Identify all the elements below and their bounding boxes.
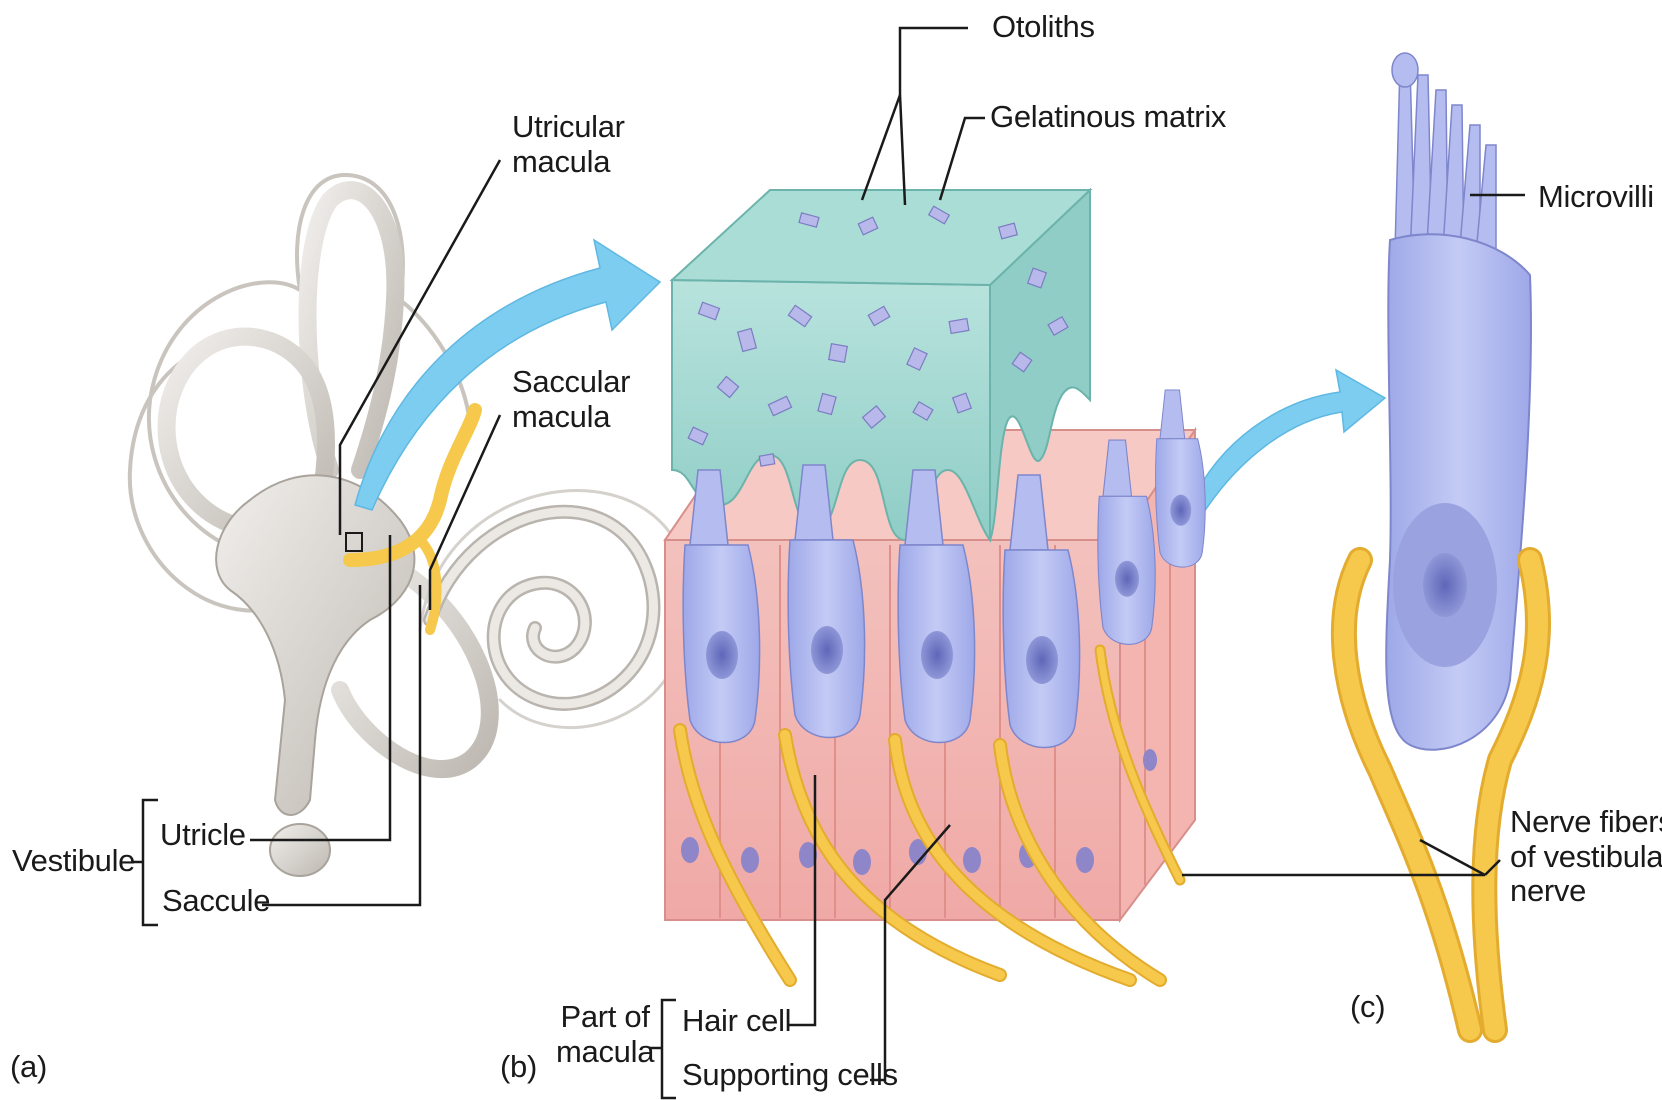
hair-cell-label: Hair cell xyxy=(682,1004,791,1039)
nerve-fibers-label: Nerve fibers of vestibular nerve xyxy=(1510,805,1662,909)
kinocilium-tip xyxy=(1392,53,1418,87)
cochlea xyxy=(420,491,690,728)
vestibule-body xyxy=(216,475,414,815)
part-of-macula-bracket xyxy=(662,1000,676,1098)
utricular-macula-label-line: Utricular xyxy=(512,110,625,145)
arrow-b-to-c xyxy=(1190,370,1385,512)
saccule-bulb xyxy=(270,824,330,876)
hair-cell xyxy=(1156,390,1206,567)
utricle-label: Utricle xyxy=(160,818,246,853)
gelatinous-matrix-label: Gelatinous matrix xyxy=(990,100,1226,135)
nerve-fibers-label-line: of vestibular xyxy=(1510,840,1662,875)
panel-label-c: (c) xyxy=(1350,990,1385,1025)
saccular-macula-label-line: macula xyxy=(512,400,630,435)
hair-cell-body xyxy=(1386,234,1531,750)
hair-cell-nucleolus xyxy=(1423,553,1467,617)
vestibule-bracket xyxy=(143,800,158,925)
nerve-fibers-label-line: Nerve fibers xyxy=(1510,805,1662,840)
hair-cell-detail xyxy=(1344,53,1538,1030)
utricular-macula-label: Utricular macula xyxy=(512,110,625,179)
supporting-cells-label: Supporting cells xyxy=(682,1058,898,1093)
gelatinous-matrix-leader xyxy=(940,118,985,200)
part-of-macula-label-line: macula xyxy=(556,1035,654,1070)
panel-label-b: (b) xyxy=(500,1050,537,1085)
panel-label-a: (a) xyxy=(10,1050,47,1085)
saccule-label: Saccule xyxy=(162,884,270,919)
part-of-macula-label-line: Part of xyxy=(556,1000,654,1035)
part-of-macula-label: Part of macula xyxy=(556,1000,654,1069)
nerve-fibers-label-line: nerve xyxy=(1510,874,1662,909)
utricular-macula-label-line: macula xyxy=(512,145,625,180)
saccular-macula-label: Saccular macula xyxy=(512,365,630,434)
vestibule-label: Vestibule xyxy=(12,844,135,879)
otoliths-label: Otoliths xyxy=(992,10,1095,45)
macula-block xyxy=(665,190,1205,980)
saccular-macula-label-line: Saccular xyxy=(512,365,630,400)
microvilli-label: Microvilli xyxy=(1538,180,1654,215)
otoliths-leader xyxy=(900,28,968,95)
